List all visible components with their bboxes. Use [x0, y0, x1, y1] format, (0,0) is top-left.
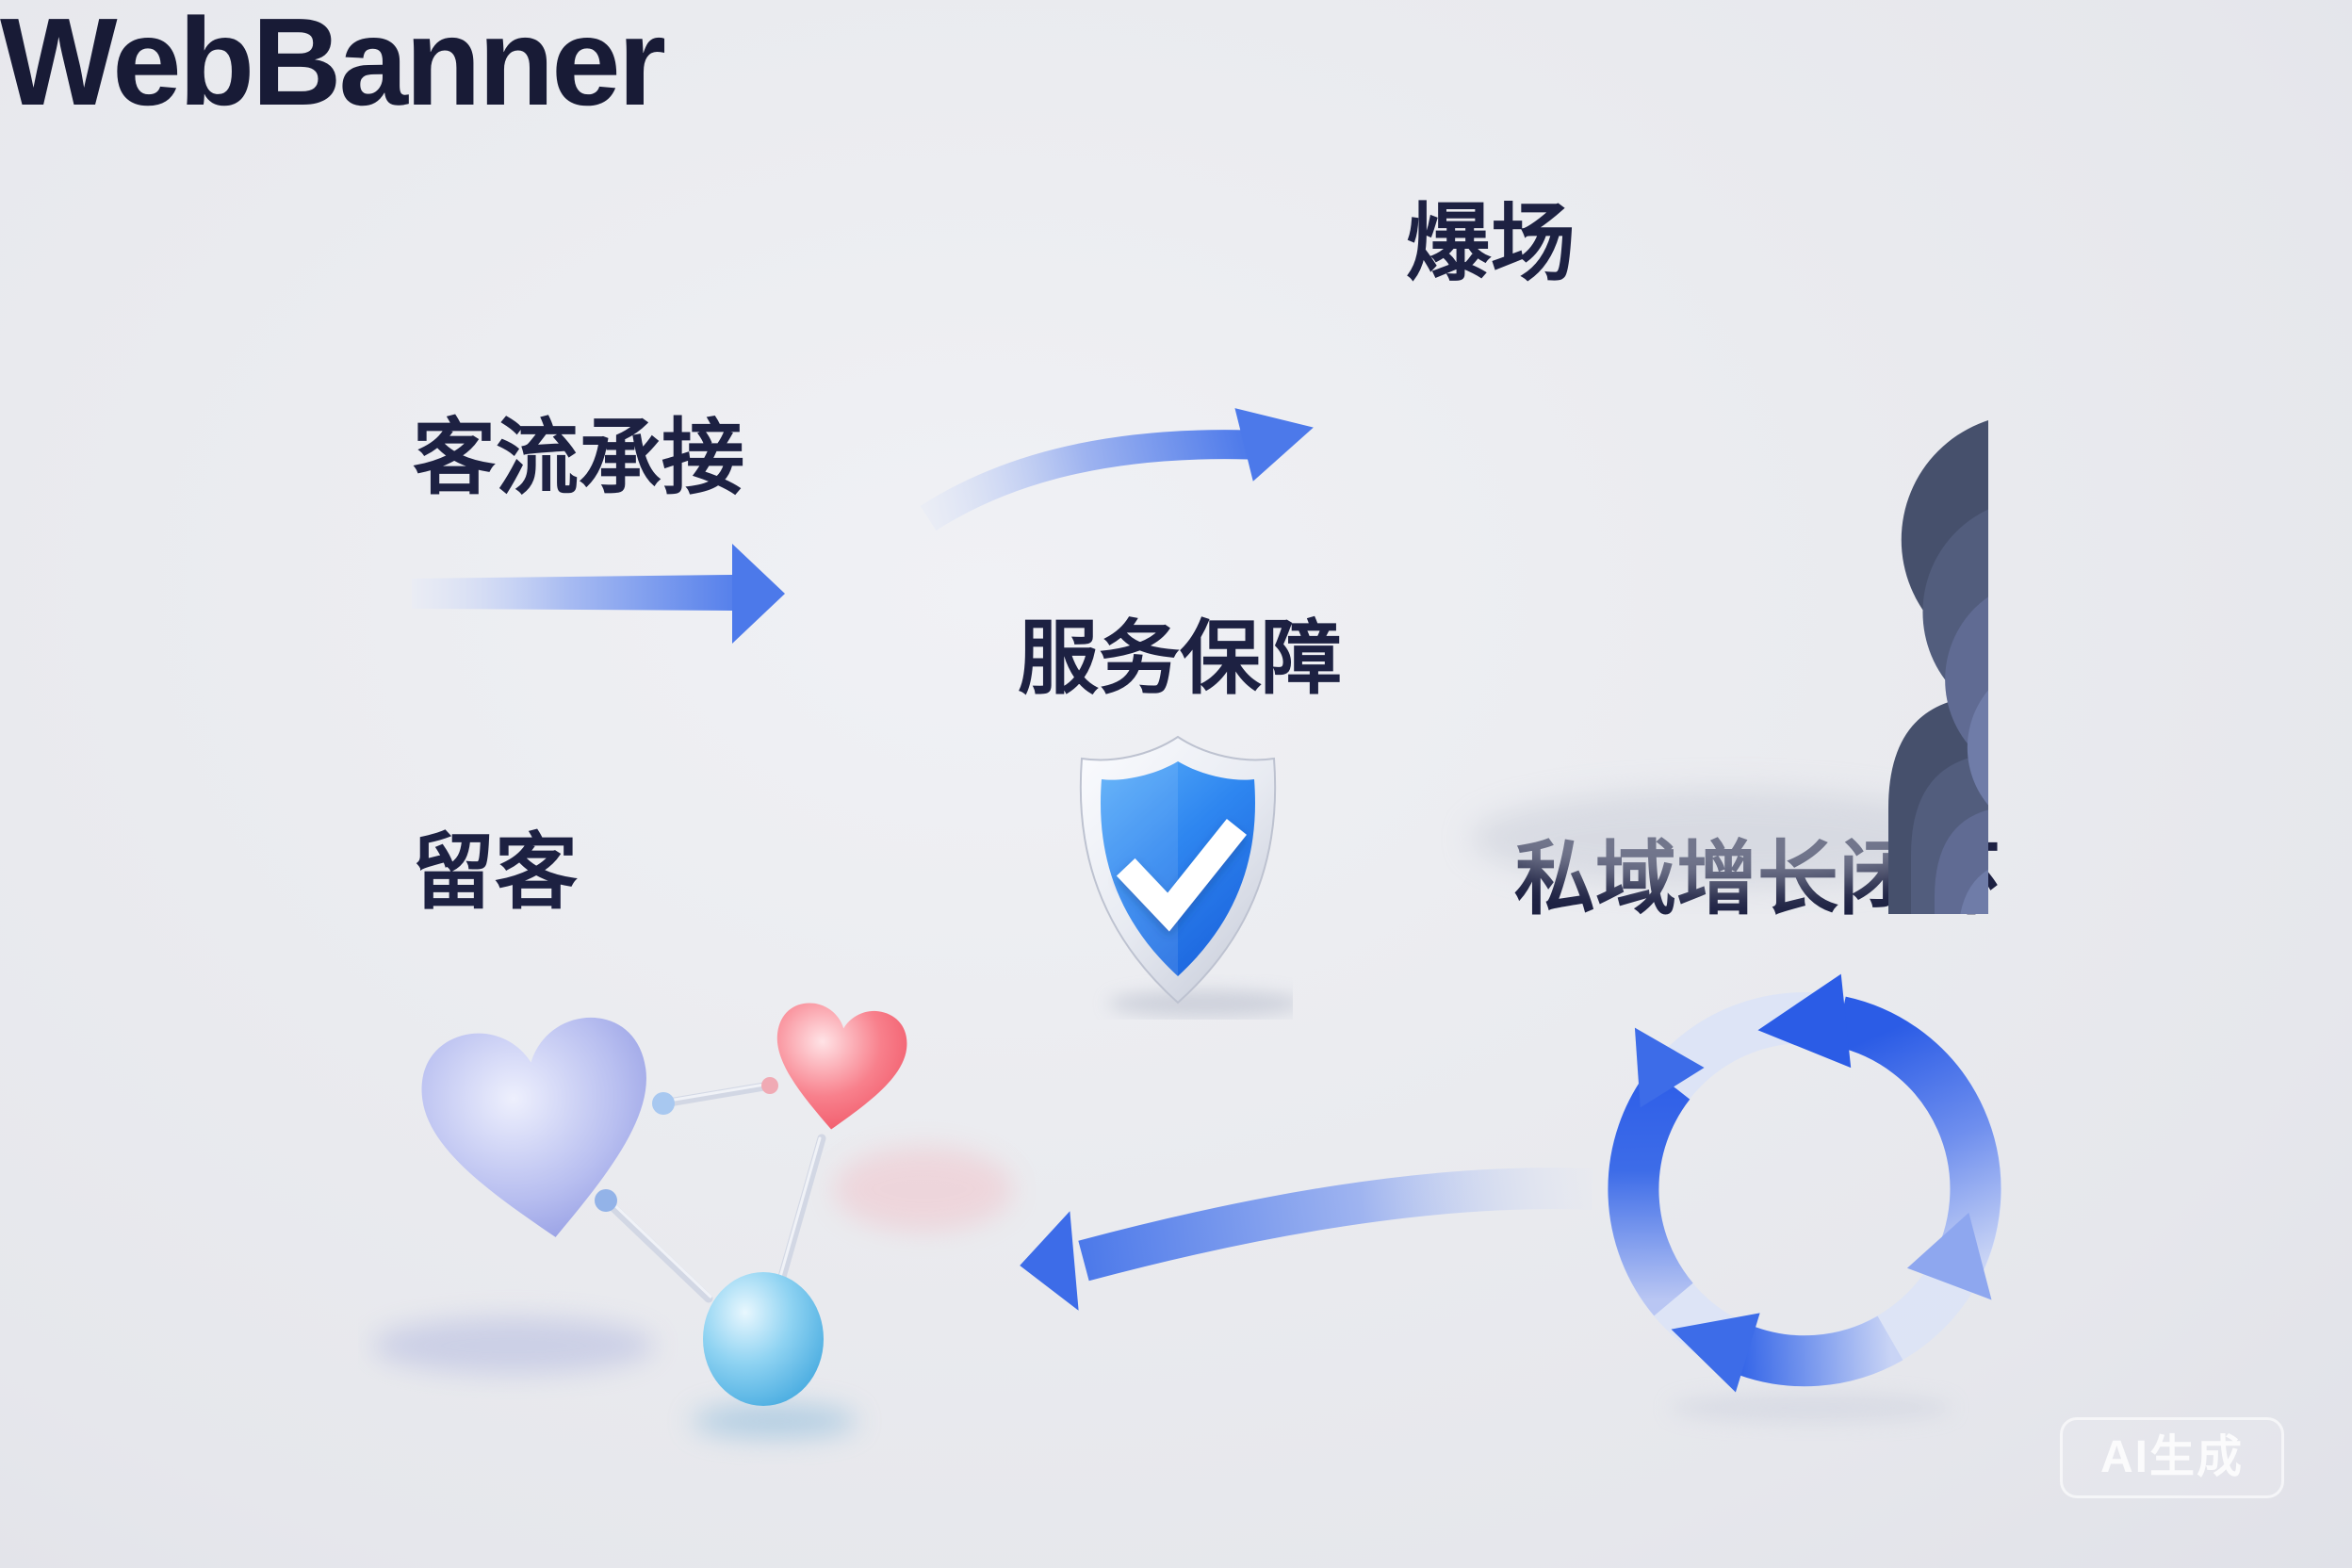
right-arrow-icon — [412, 544, 785, 644]
connector-rods — [601, 1081, 826, 1303]
loop-ring-base — [1608, 992, 2001, 1386]
shield-check-icon — [1079, 735, 1293, 1017]
circular-cycle-arrows-icon — [1608, 973, 2001, 1423]
loop-arrow-bottom — [1671, 1313, 1760, 1393]
purple-heart — [421, 1017, 646, 1237]
curved-arrow-head — [1234, 408, 1314, 482]
ai-watermark: AI生成 — [2060, 1417, 2285, 1498]
red-heart-glow — [834, 1147, 1013, 1232]
loop-arrow-upper-left — [1634, 1027, 1705, 1108]
banner-title: WebBanner — [0, 0, 666, 131]
curved-left-arrow-icon — [1020, 1168, 1593, 1311]
loop-arrow-top — [1757, 973, 1852, 1069]
shield-facet-highlight — [1101, 761, 1178, 976]
loop-arc-right — [1834, 996, 2001, 1288]
red-heart — [776, 1003, 907, 1130]
linked-hearts-network-icon — [372, 1003, 1013, 1438]
joint-ball — [652, 1092, 675, 1115]
check-mark — [1116, 819, 1247, 932]
loop-arc-bottom — [1730, 1315, 1903, 1387]
loop-shadow — [1670, 1393, 1952, 1423]
joint-ball — [761, 1077, 778, 1094]
loop-arc-left — [1608, 1068, 1694, 1316]
shield-inner — [1101, 761, 1255, 976]
loop-arrow-lower-right — [1906, 1212, 1992, 1300]
purple-heart-shadow — [372, 1317, 655, 1374]
sphere-shadow — [692, 1404, 858, 1438]
label-retain: 留客 — [412, 825, 579, 919]
label-burst: 爆场 — [1406, 197, 1576, 291]
blue-sphere — [703, 1272, 824, 1406]
label-traffic: 客流承接 — [413, 411, 745, 504]
curved-up-right-arrow-icon — [920, 408, 1314, 531]
right-arrow-head — [732, 544, 785, 644]
shield-outer — [1079, 735, 1277, 1004]
curved-arrow-back-head — [1020, 1211, 1079, 1311]
shield-shadow — [1108, 990, 1293, 1017]
joint-ball — [595, 1189, 617, 1212]
crowd-people-icon — [1470, 348, 1988, 914]
label-service: 服务保障 — [1018, 613, 1342, 704]
crowd-row-2 — [1978, 348, 1988, 914]
label-loop: 私域增长闭环 — [1514, 834, 2001, 924]
connector-rod-highlights — [606, 1082, 822, 1298]
